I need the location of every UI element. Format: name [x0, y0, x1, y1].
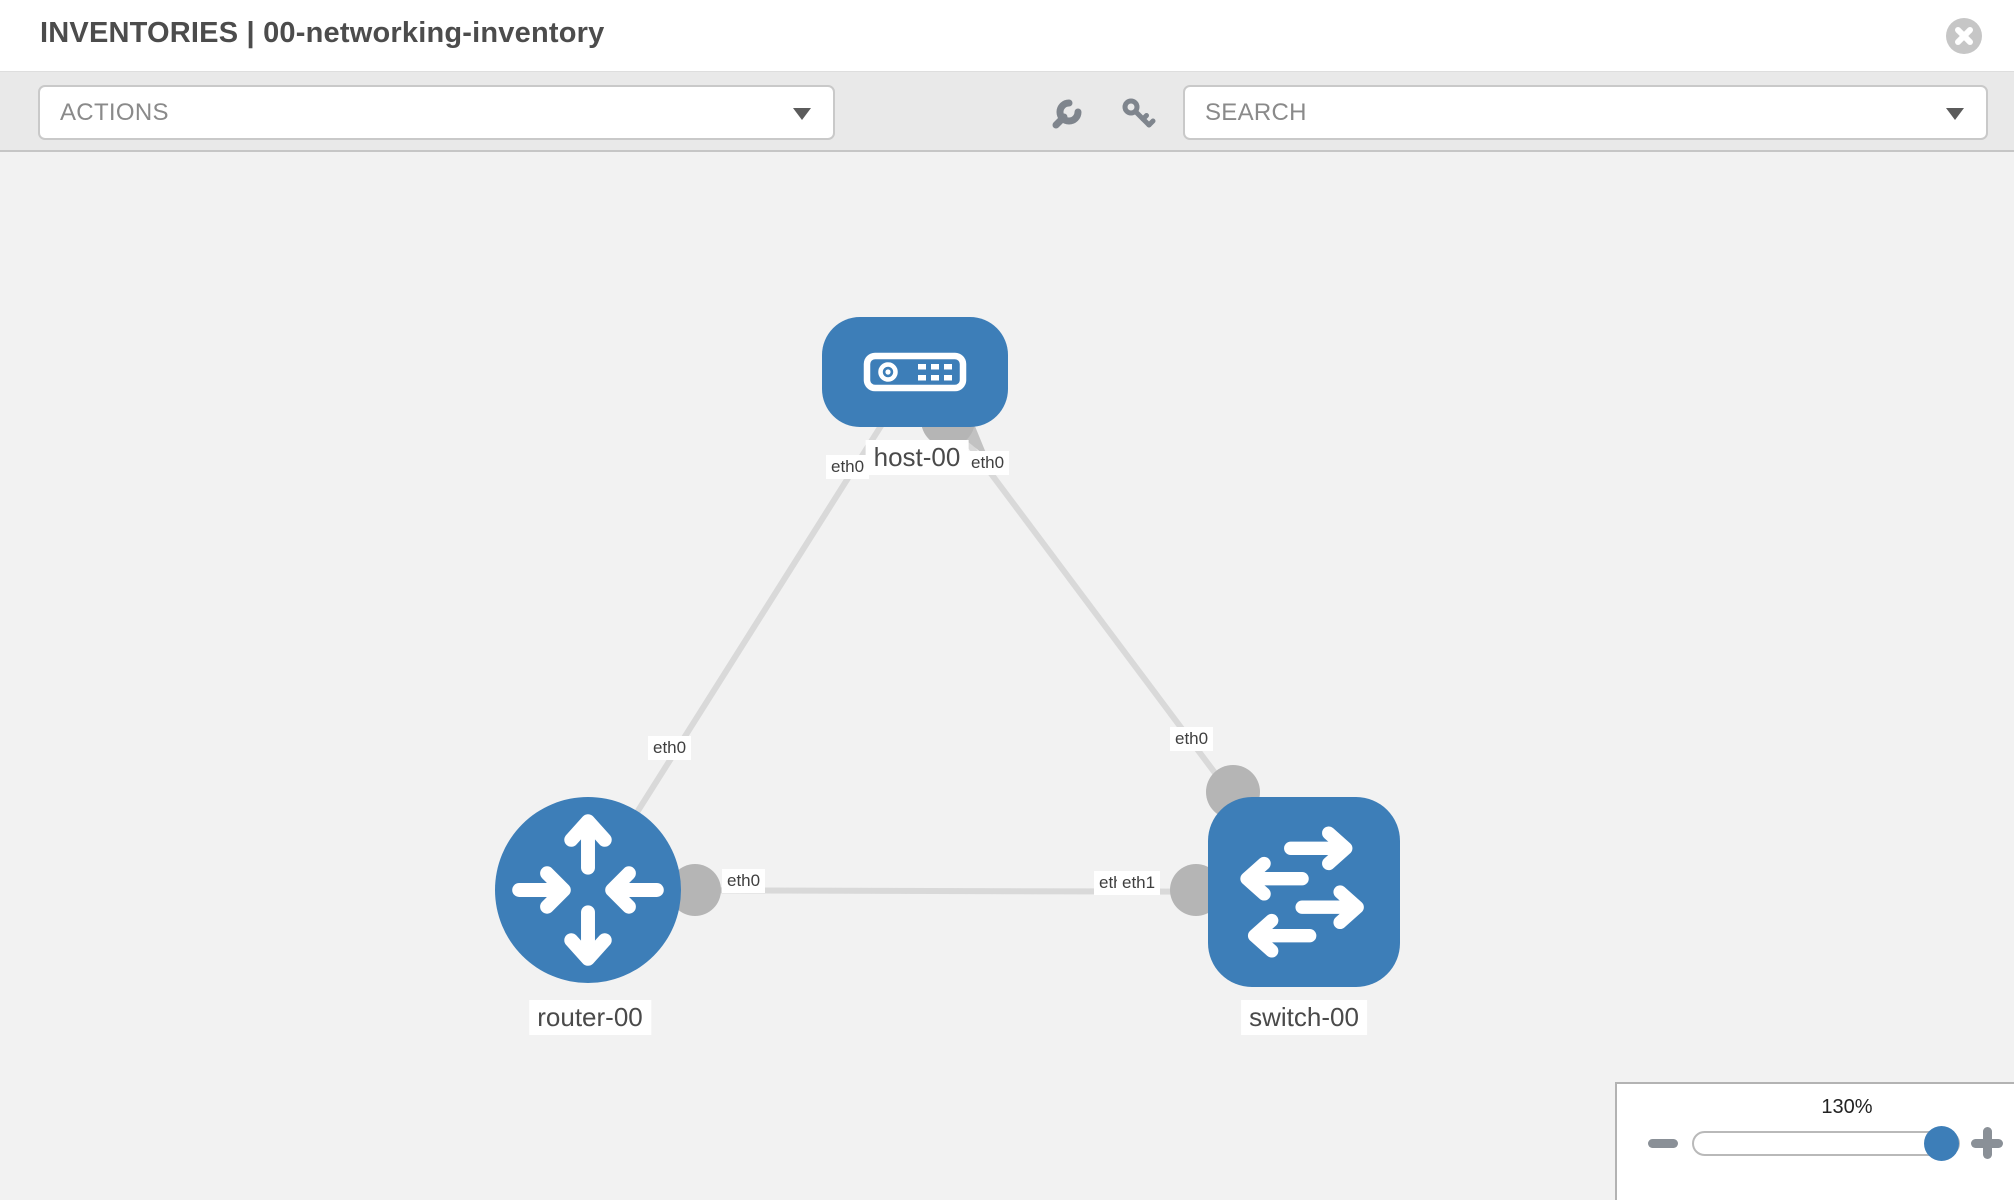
node-label-router: router-00 — [529, 1000, 651, 1035]
wrench-icon — [1052, 99, 1082, 129]
iface-label-switch-top: eth0 — [1170, 727, 1214, 751]
zoom-slider-thumb[interactable] — [1924, 1126, 1959, 1161]
zoom-in-button[interactable] — [1971, 1127, 2003, 1159]
topology-canvas[interactable]: host-00 router-00 switch-00 eth0 eth0 et… — [0, 152, 2014, 1200]
chevron-down-icon — [793, 108, 811, 120]
toolbar: ACTIONS SEARCH — [0, 71, 2014, 152]
node-router[interactable] — [495, 797, 681, 983]
zoom-out-button[interactable] — [1648, 1139, 1678, 1148]
key-button[interactable] — [1120, 96, 1156, 132]
topology-links-layer — [585, 370, 1307, 916]
host-icon — [863, 352, 967, 392]
wrench-button[interactable] — [1048, 96, 1084, 132]
close-icon — [1955, 27, 1973, 45]
router-icon — [512, 814, 664, 966]
iface-label-router-right: eth0 — [722, 869, 766, 893]
actions-dropdown[interactable]: ACTIONS — [38, 85, 835, 140]
iface-label-host-right: eth0 — [966, 451, 1010, 475]
zoom-level-value: 130% — [1821, 1096, 1873, 1118]
actions-dropdown-label: ACTIONS — [60, 99, 169, 126]
header: INVENTORIES | 00-networking-inventory — [0, 0, 2014, 71]
node-switch[interactable] — [1208, 797, 1400, 987]
node-label-switch: switch-00 — [1241, 1000, 1367, 1035]
page-title: INVENTORIES | 00-networking-inventory — [40, 17, 605, 49]
iface-label-router-top: eth0 — [648, 736, 692, 760]
plus-icon — [1983, 1127, 1992, 1159]
node-host[interactable] — [822, 317, 1008, 427]
node-label-host: host-00 — [865, 440, 969, 475]
iface-label-host-left: eth0 — [826, 455, 870, 479]
chevron-down-icon — [1946, 108, 1964, 120]
iface-label-switch-left-eth1: eth1 — [1117, 871, 1161, 895]
zoom-slider[interactable] — [1692, 1126, 1960, 1161]
switch-icon — [1240, 826, 1364, 958]
search-dropdown[interactable]: SEARCH — [1183, 85, 1988, 140]
zoom-panel: 130% — [1615, 1082, 2014, 1200]
interface-dot-router-right — [669, 864, 721, 916]
key-icon — [1122, 98, 1156, 128]
close-button[interactable] — [1946, 18, 1982, 54]
search-dropdown-label: SEARCH — [1205, 99, 1307, 126]
